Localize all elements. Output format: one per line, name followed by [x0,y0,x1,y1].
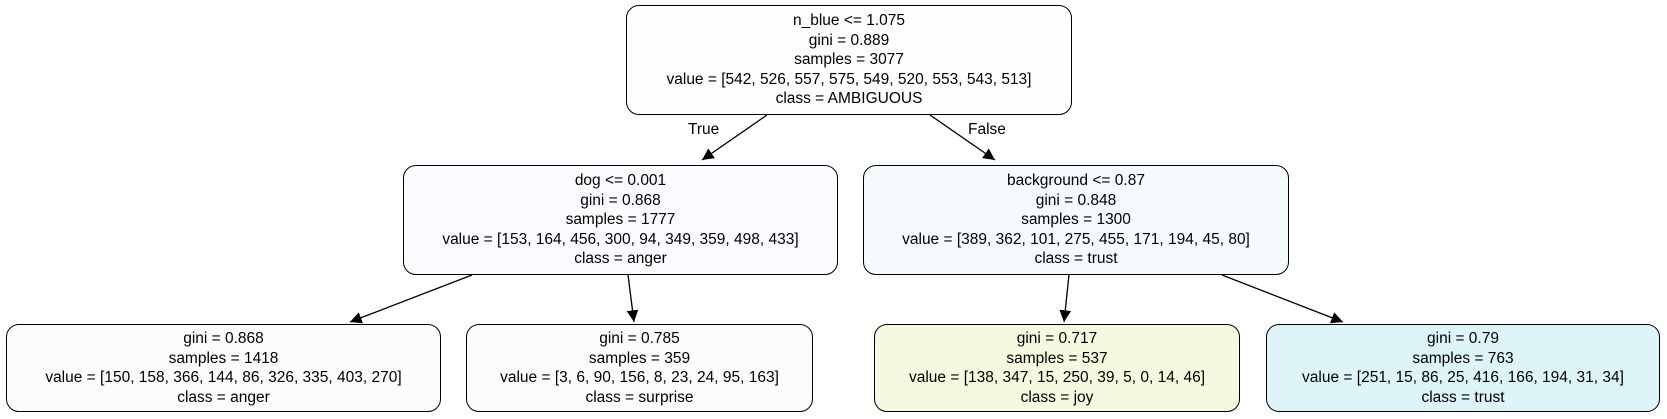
edge-right-rightleft [1059,274,1072,323]
node-split-rule: background <= 0.87 [1007,172,1145,190]
node-samples: samples = 763 [1412,349,1514,367]
tree-node-root: n_blue <= 1.075 gini = 0.889 samples = 3… [626,5,1072,115]
tree-node-left: dog <= 0.001 gini = 0.868 samples = 1777… [403,165,838,275]
node-samples: samples = 359 [588,349,691,367]
node-samples: samples = 3077 [794,51,904,69]
node-value: value = [3, 6, 90, 156, 8, 23, 24, 95, 1… [500,369,779,386]
node-split-rule: dog <= 0.001 [574,172,667,190]
node-samples: samples = 1777 [565,211,676,229]
edge-right-rightright [1221,274,1344,324]
node-gini: gini = 0.868 [183,330,264,347]
tree-leaf-right-right: gini = 0.79 samples = 763 value = [251, … [1266,324,1660,412]
node-class: class = trust [1034,250,1118,268]
tree-leaf-left-left: gini = 0.868 samples = 1418 value = [150… [6,324,441,412]
edge-root-left [701,114,768,161]
node-value: value = [251, 15, 86, 25, 416, 166, 194,… [1302,369,1624,386]
node-class: class = surprise [585,388,694,406]
node-class: class = anger [574,250,667,268]
node-value: value = [150, 158, 366, 144, 86, 326, 33… [45,369,402,386]
node-gini: gini = 0.889 [808,31,890,49]
node-class: class = anger [177,388,270,406]
tree-leaf-left-right: gini = 0.785 samples = 359 value = [3, 6… [466,324,813,412]
node-value: value = [138, 347, 15, 250, 39, 5, 0, 14… [908,369,1206,386]
tree-node-right: background <= 0.87 gini = 0.848 samples … [863,165,1289,275]
node-value: value = [389, 362, 101, 275, 455, 171, 1… [902,230,1250,248]
edge-left-leftright [626,274,639,323]
node-gini: gini = 0.785 [599,330,680,347]
node-samples: samples = 1418 [168,349,279,367]
node-value: value = [542, 526, 557, 575, 549, 520, 5… [666,70,1032,88]
edge-root-right [929,114,996,161]
node-split-rule: n_blue <= 1.075 [792,12,906,30]
node-samples: samples = 1300 [1021,211,1131,229]
edge-left-leftleft [349,274,473,324]
node-class: class = AMBIGUOUS [775,90,923,108]
node-gini: gini = 0.848 [1035,191,1117,209]
node-gini: gini = 0.868 [580,191,661,209]
edge-label-false: False [968,121,1006,138]
node-gini: gini = 0.717 [1016,330,1098,347]
edge-label-true: True [688,121,720,138]
node-class: class = joy [1020,388,1094,406]
node-gini: gini = 0.79 [1427,330,1499,347]
node-samples: samples = 537 [1006,349,1108,367]
node-class: class = trust [1421,388,1505,406]
node-value: value = [153, 164, 456, 300, 94, 349, 35… [442,230,799,248]
tree-leaf-right-left: gini = 0.717 samples = 537 value = [138,… [874,324,1240,412]
